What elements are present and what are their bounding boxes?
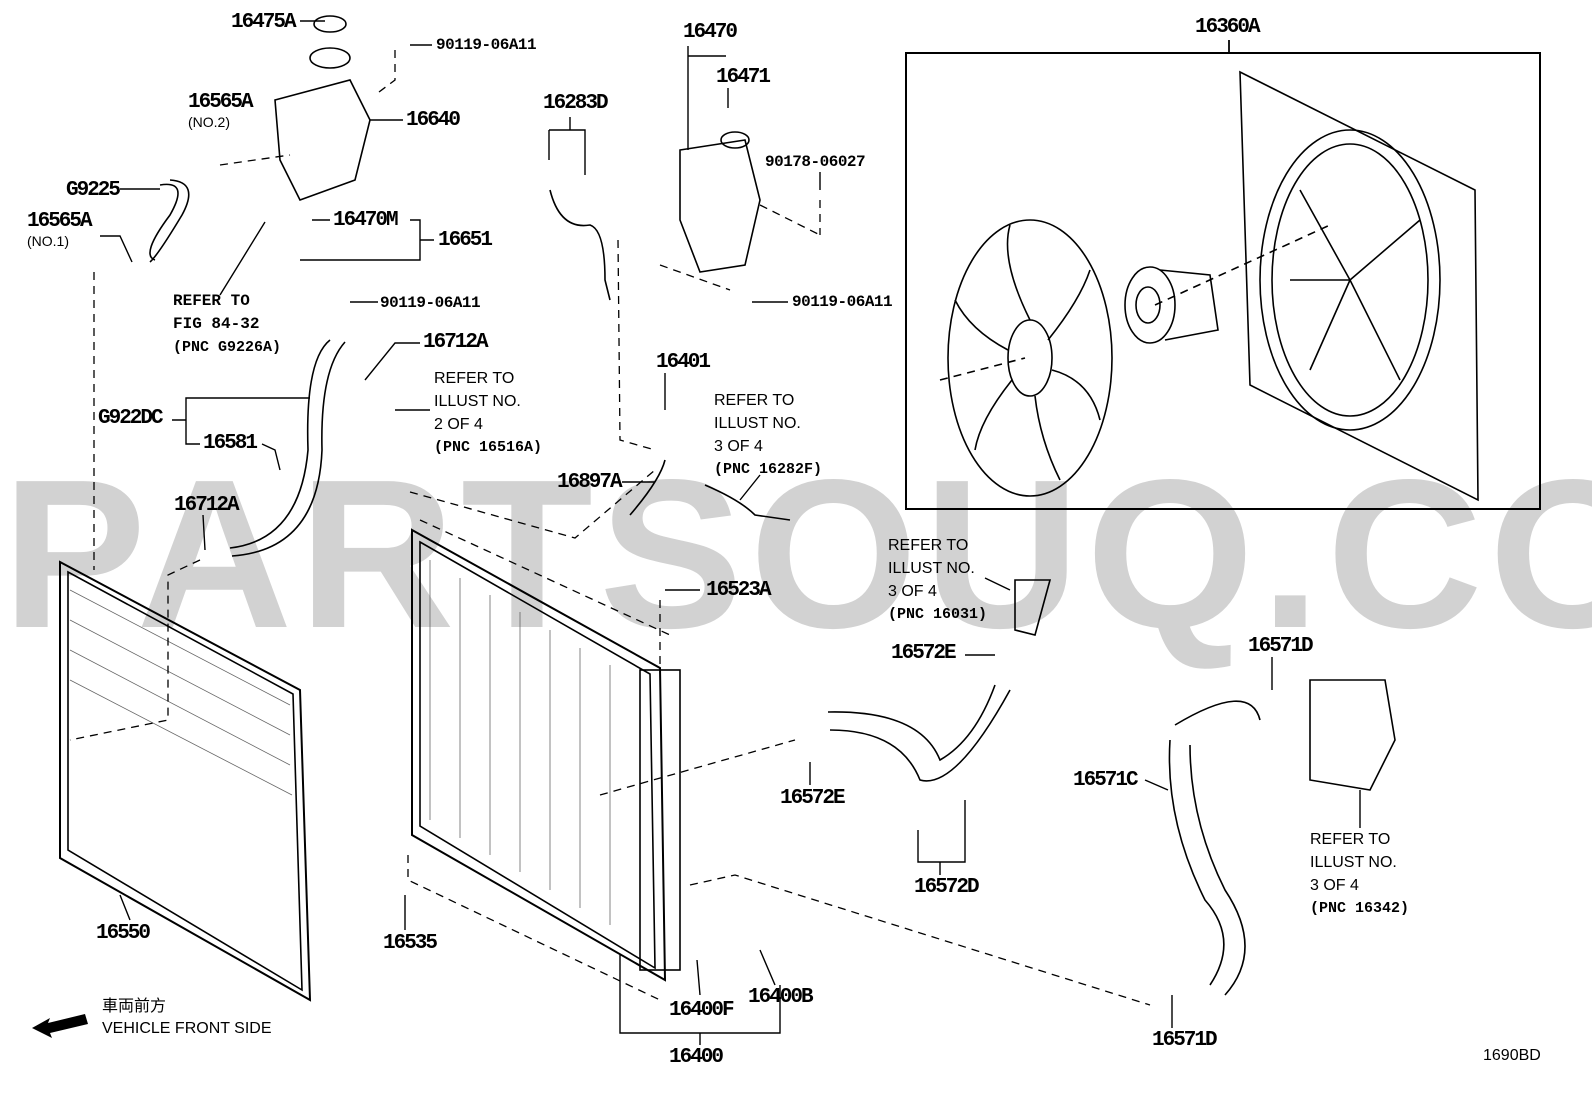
part-label[interactable]: 16712A [174,494,240,517]
fan-motor [1124,266,1219,344]
part-label[interactable]: 16283D [543,92,609,115]
part-label[interactable]: 16400B [748,986,814,1009]
part-qualifier: (NO.1) [27,233,69,249]
note-line: REFER TO [714,392,795,409]
note-line: 3 OF 4 [1310,877,1359,894]
reservoir-tank-16640 [274,15,371,201]
note-line: 3 OF 4 [714,438,763,455]
note-line: REFER TO [173,292,250,310]
part-label[interactable]: 90178-06027 [765,153,866,171]
part-label[interactable]: 16475A [231,11,297,34]
part-label[interactable]: 90119-06A11 [380,294,481,312]
part-label[interactable]: 16712A [423,331,489,354]
reference-note-illust2: REFER TO ILLUST NO. 2 OF 4 (PNC 16516A) [434,367,542,459]
note-pnc[interactable]: (PNC 16282F) [714,461,823,478]
part-label[interactable]: 16400F [669,999,735,1022]
fan-shroud [1239,70,1479,502]
part-label[interactable]: 16581 [203,432,258,455]
note-line: REFER TO [888,537,969,554]
part-label[interactable]: 16535 [383,932,438,955]
note-pnc[interactable]: (PNC 16516A) [434,439,543,456]
reservoir-tank-16470 [679,131,761,273]
part-label[interactable]: 16470M [333,209,399,232]
part-label[interactable]: G922DC [98,407,164,430]
part-label[interactable]: 16360A [1195,16,1261,39]
note-line: REFER TO [434,370,515,387]
note-pnc[interactable]: (PNC 16031) [888,606,988,623]
part-qualifier: (NO.2) [188,114,230,130]
fan-assembly-frame [905,52,1541,510]
part-label[interactable]: 16571C [1073,769,1139,792]
reference-note-fig84: REFER TO FIG 84-32 (PNC G9226A) [173,290,281,359]
part-label[interactable]: G9225 [66,179,121,202]
part-label[interactable]: 90119-06A11 [436,36,537,54]
part-label[interactable]: 90119-06A11 [792,293,893,311]
part-label[interactable]: 16523A [706,579,772,602]
note-line: ILLUST NO. [434,393,521,410]
note-line: 3 OF 4 [888,583,937,600]
part-label[interactable]: 16565A [27,210,93,233]
radiator [411,528,681,982]
direction-en: VEHICLE FRONT SIDE [102,1020,272,1037]
note-line: ILLUST NO. [888,560,975,577]
part-label[interactable]: 16471 [716,66,771,89]
part-label[interactable]: 16572E [891,642,957,665]
part-label[interactable]: 16401 [656,351,711,374]
reference-note-illust3-16031: REFER TO ILLUST NO. 3 OF 4 (PNC 16031) [888,534,987,626]
note-pnc[interactable]: (PNC G9226A) [173,339,282,356]
figure-code: 1690BD [1483,1047,1541,1064]
part-label[interactable]: 16572D [914,876,980,899]
part-label[interactable]: 16651 [438,229,493,252]
part-label[interactable]: 16550 [96,922,151,945]
condenser [59,560,312,1002]
reference-note-illust3-16342: REFER TO ILLUST NO. 3 OF 4 (PNC 16342) [1310,828,1409,920]
note-line: FIG 84-32 [173,315,260,333]
part-label[interactable]: 16565A [188,91,254,114]
note-line: 2 OF 4 [434,416,483,433]
solid-leaders [100,20,1361,1045]
part-label[interactable]: 16400 [669,1046,724,1069]
part-label[interactable]: 16470 [683,21,738,44]
part-label[interactable]: 16572E [780,787,846,810]
fan-blade [947,219,1113,497]
front-direction-arrow-icon [32,1014,88,1038]
direction-legend: 車両前方 VEHICLE FRONT SIDE [102,996,272,1040]
hoses [149,179,1396,996]
dashed-leaders [69,50,1151,1006]
note-pnc[interactable]: (PNC 16342) [1310,900,1410,917]
reference-note-illust3-16282F: REFER TO ILLUST NO. 3 OF 4 (PNC 16282F) [714,389,822,481]
part-label[interactable]: 16571D [1152,1029,1218,1052]
direction-jp: 車両前方 [102,998,167,1015]
watermark: PARTSOUQ.COM [2,435,1592,672]
part-label[interactable]: 16571D [1248,635,1314,658]
note-line: ILLUST NO. [714,415,801,432]
part-label[interactable]: 16640 [406,109,461,132]
note-line: ILLUST NO. [1310,854,1397,871]
note-line: REFER TO [1310,831,1391,848]
part-label[interactable]: 16897A [557,471,623,494]
